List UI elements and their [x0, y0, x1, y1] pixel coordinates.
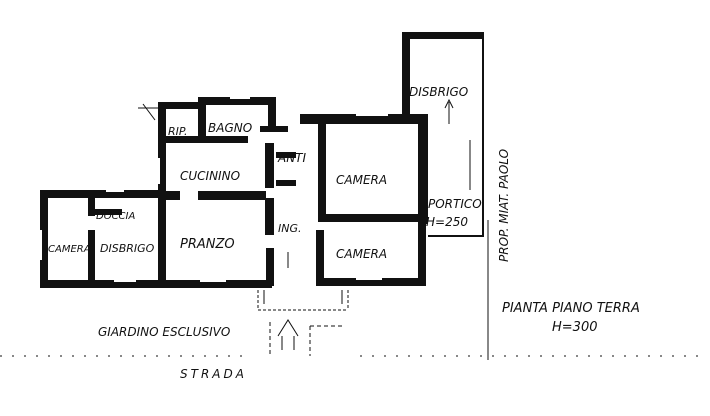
garden-label: GIARDINO ESCLUSIVO	[98, 325, 230, 339]
room-label-disbrigo-top: DISBRIGO	[409, 85, 468, 99]
room-label-ingresso: ING.	[278, 222, 302, 235]
plan-height: H=300	[552, 320, 597, 335]
room-label-camera-upper: CAMERA	[336, 173, 387, 187]
room-label-portico: PORTICO	[428, 197, 482, 211]
room-label-anti: ANTI	[277, 151, 307, 165]
room-label-doccia: DOCCIA	[96, 211, 135, 222]
thin-lines	[0, 32, 700, 360]
room-label-disbrigo-left: DISBRIGO	[100, 242, 155, 255]
street-label: STRADA	[180, 367, 247, 381]
room-label-camera-left: CAMERA	[48, 244, 91, 255]
room-label-rip: RIP.	[168, 125, 188, 138]
room-label-cucinino: CUCININO	[180, 169, 240, 183]
plan-title: PIANTA PIANO TERRA	[502, 301, 640, 316]
room-label-bagno: BAGNO	[208, 121, 252, 135]
room-label-camera-lower: CAMERA	[336, 247, 387, 261]
room-label-portico-height: H=250	[426, 215, 468, 229]
room-label-pranzo: PRANZO	[180, 237, 235, 252]
walls	[40, 32, 484, 288]
neighbor-property-label: PROP. MIAT. PAOLO	[497, 149, 511, 262]
